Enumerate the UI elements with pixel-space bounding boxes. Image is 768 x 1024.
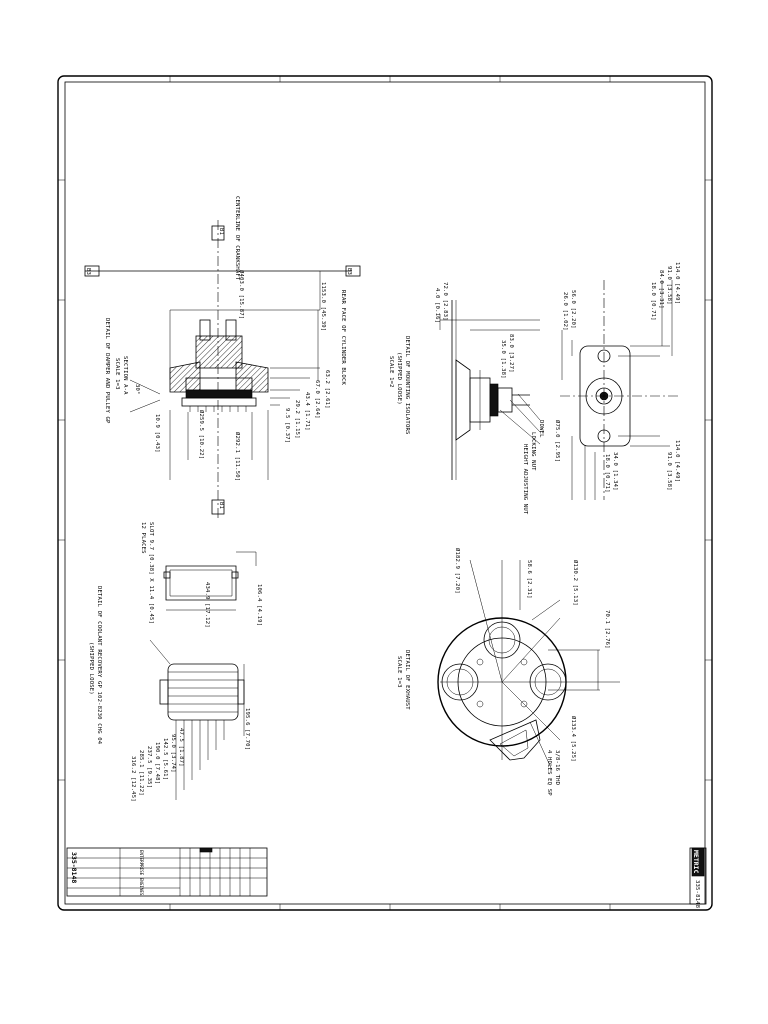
dim-exhaust-58: 58.6 [2.31]: [526, 560, 532, 599]
dim-coolant-95: 95.0 [3.74]: [170, 734, 176, 773]
mount-subtitle: (SHIPPED LOOSE): [396, 352, 402, 405]
dim-damper-dia292: Ø292.1 [11.50]: [234, 432, 241, 481]
dim-damper-1153: 1153.0 [45.39]: [320, 282, 326, 331]
dim-coolant-195: 195.6 [7.70]: [244, 708, 250, 750]
dim-coolant-106: 106.4 [4.19]: [256, 584, 262, 626]
dim-damper-67: 67.0 [2.64]: [314, 380, 320, 419]
mount-scale: SCALE 1=2: [388, 356, 394, 388]
logo-text: METRIC: [692, 850, 700, 874]
dim-mount-114-top: 114.0 [4.49]: [674, 262, 680, 304]
dim-coolant-190: 190.0 [7.48]: [154, 742, 160, 784]
dim-mount-18-top: 18.0 [0.71]: [650, 282, 656, 321]
label-centerline: CENTERLINE OF CRANKSHAFT: [234, 196, 240, 281]
dim-coolant-142: 142.5 [5.61]: [162, 738, 168, 780]
coolant-title: DETAIL OF COOLANT RECOVERY GP 102-8230 C…: [96, 586, 102, 745]
ref-b3-left: B3: [85, 268, 91, 275]
dim-mount-34: 34.0 [1.34]: [612, 452, 618, 491]
dim-coolant-47: 47.5 [1.87]: [178, 728, 184, 767]
drawing-number-box: METRIC 335-8148: [689, 847, 707, 909]
dim-damper-29: 29.2 [1.15]: [294, 400, 300, 439]
exhaust-detail: Ø182.9 [7.20] 58.6 [2.31] Ø130.2 [5.13] …: [396, 548, 620, 796]
ref-b1-top: B1: [218, 228, 224, 235]
mount-title: DETAIL OF MOUNTING ISOLATORS: [404, 336, 410, 435]
section-scale: SCALE 1=3: [114, 358, 120, 390]
dim-coolant-316: 316.2 [12.45]: [130, 756, 136, 802]
title-drawing-number: 335-8148: [70, 852, 78, 883]
dim-exhaust-dia182: Ø182.9 [7.20]: [454, 548, 461, 594]
sheet-border: [57, 75, 713, 911]
dim-damper-63: 63.2 [2.61]: [324, 370, 330, 409]
dim-mount-4: 4.0 [0.16]: [434, 288, 440, 323]
title-block: ENTERPRISE ENGINES 335-8148: [66, 847, 268, 897]
drawing-number: 335-8148: [694, 880, 700, 909]
dim-damper-angle: 30°: [134, 384, 140, 395]
dim-coolant-434: 434.9 [17.12]: [204, 582, 210, 628]
crankshaft-centerline: B1 B1 B3 B3: [84, 220, 361, 520]
dim-mount-91-top: 91.0 [3.58]: [666, 266, 672, 305]
dim-damper-43: 43.4 [1.71]: [304, 392, 310, 431]
dim-damper-dia403: Ø403.0 [15.87]: [238, 270, 245, 319]
dim-mount-18-bottom: 18.0 [0.71]: [604, 454, 610, 493]
mounting-isolators-detail: 72.0 [2.83] 4.0 [0.16] 83.0 [3.27] 35.0 …: [388, 262, 680, 515]
dim-mount-dia75: Ø75.0 [2.95]: [554, 420, 561, 462]
ref-b3-right: B3: [346, 268, 352, 275]
dim-mount-72: 72.0 [2.83]: [442, 282, 448, 321]
exhaust-scale: SCALE 1=3: [396, 656, 402, 688]
dim-exhaust-70: 70.1 [2.76]: [604, 610, 610, 649]
section-detail-title: DETAIL OF DAMPER AND PULLEY GP: [104, 318, 110, 424]
dim-mount-91-bottom: 91.0 [3.58]: [666, 452, 672, 491]
dim-damper-10: 10.9 [0.43]: [154, 414, 160, 453]
title-company: ENTERPRISE ENGINES: [139, 850, 144, 896]
dim-damper-dia259: Ø259.5 [10.22]: [198, 410, 205, 459]
dim-exhaust-dia130: Ø130.2 [5.13]: [572, 560, 579, 606]
dim-exhaust-dia133: Ø133.4 [5.25]: [570, 716, 577, 762]
dim-mount-35: 35.0 [1.38]: [500, 340, 506, 379]
dim-mount-114-bottom: 114.0 [4.49]: [674, 440, 680, 482]
dim-mount-84: 84.0 [3.31]: [658, 270, 664, 309]
label-rear-face: REAR FACE OF CYLINDER BLOCK: [340, 290, 346, 385]
dim-mount-26: 26.0 [1.02]: [562, 292, 568, 331]
dim-damper-9: 9.5 [0.37]: [284, 408, 290, 443]
dim-mount-83: 83.0 [3.27]: [508, 334, 514, 373]
label-slot: SLOT 9.7 [0.38] X 11.4 [0.45]: [148, 522, 154, 624]
label-places: 12 PLACES: [140, 522, 146, 554]
label-dowel: DOWEL: [538, 420, 544, 438]
damper-pulley-section: Ø403.0 [15.87] 1153.0 [45.39] 63.2 [2.61…: [104, 196, 346, 481]
coolant-recovery-detail: 106.4 [4.19] 434.9 [17.12] 195.6 [7.70] …: [88, 522, 262, 802]
dim-coolant-237: 237.5 [9.35]: [146, 746, 152, 788]
label-height-nut: HEIGHT ADJUSTING NUT: [522, 444, 528, 515]
dim-coolant-285: 285.1 [11.22]: [138, 750, 144, 796]
section-title: SECTION A-A: [122, 356, 128, 395]
dim-mount-56: 56.0 [2.20]: [570, 290, 576, 329]
ref-b1-bottom: B1: [218, 502, 224, 509]
label-holes: 4 HOLES EQ SP: [546, 750, 552, 796]
label-locking-nut: LOCKING NUT: [530, 432, 536, 471]
label-thread: 3/8-16 THD: [554, 750, 560, 786]
coolant-subtitle: (SHIPPED LOOSE): [88, 642, 94, 695]
exhaust-title: DETAIL OF EXHAUST: [404, 650, 410, 710]
